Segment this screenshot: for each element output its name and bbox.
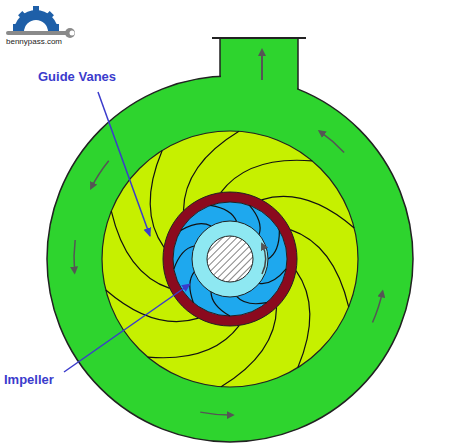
rotation-arrow (262, 244, 265, 274)
vane-stroke (268, 231, 279, 260)
leader-line (64, 284, 190, 372)
outlet-throat (221, 70, 297, 90)
shaft (207, 236, 253, 282)
vane-stroke (221, 160, 313, 192)
impeller-vanes (174, 205, 286, 316)
vane-stroke (91, 161, 109, 188)
vane-stroke (148, 325, 240, 357)
vane-stroke (211, 205, 237, 221)
guide-vanes (106, 131, 354, 386)
vane-stroke (373, 291, 383, 322)
vane-stroke (150, 150, 164, 247)
pump-casing (47, 76, 413, 442)
vane-stroke (200, 412, 232, 415)
vane-stroke (74, 240, 75, 273)
outlet-flow-arrow (261, 50, 263, 80)
vane-stroke (190, 272, 194, 303)
impeller (173, 202, 287, 316)
part-label: Impeller (4, 372, 54, 387)
vane-stroke (296, 271, 310, 368)
vane-stroke (290, 230, 348, 307)
watermark: bennypass.com (6, 37, 62, 46)
logo-gear (6, 6, 75, 38)
vane-stroke (111, 211, 169, 288)
vane-stroke (237, 296, 267, 303)
part-label: Guide Vanes (38, 69, 116, 84)
leader-line (98, 92, 150, 236)
diffuser-ring (163, 192, 297, 326)
outlet-pipe (220, 38, 298, 90)
impeller-hub (192, 221, 268, 297)
vane-stroke (319, 131, 344, 152)
guide-vane-ring (102, 131, 358, 387)
outlet-flange (212, 37, 306, 39)
vane-stroke (174, 246, 194, 269)
flow-arrows (74, 131, 383, 415)
